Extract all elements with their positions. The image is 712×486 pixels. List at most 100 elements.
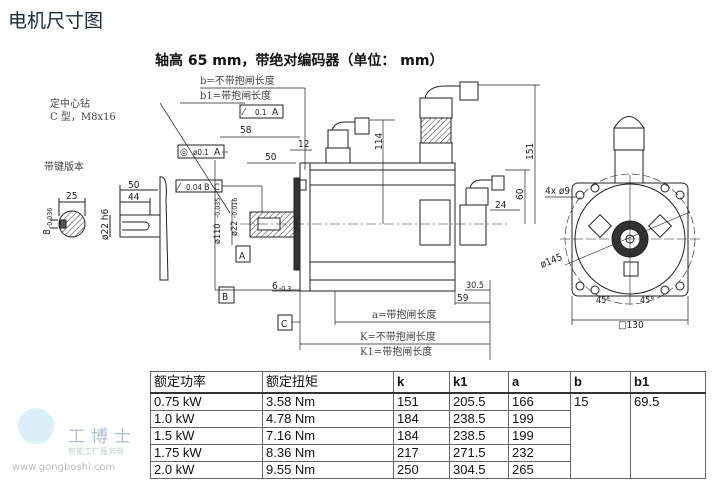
cell-a: 199 xyxy=(508,427,571,445)
header-rated-torque: 额定扭矩 xyxy=(262,371,394,394)
cell-power: 1.75 kW xyxy=(150,444,263,462)
datum-a: A xyxy=(239,251,246,262)
cell-k: 217 xyxy=(393,444,450,462)
cell-k: 184 xyxy=(393,427,450,445)
watermark-logo: 工博士 智能工厂服务商 www.gongboshi.com xyxy=(10,400,140,480)
label-k1-brake: K1=带抱闸长度 xyxy=(360,345,432,358)
datum-a-box xyxy=(235,245,251,263)
cell-torque: 7.16 Nm xyxy=(262,427,394,445)
table-row: 2.0 kW 9.55 Nm 250 304.5 265 xyxy=(150,461,706,479)
drawing-subtitle: 轴高 65 mm，带绝对编码器（单位： mm） xyxy=(155,53,444,69)
tolerance-frame-concentric xyxy=(177,144,225,159)
dim-d110-tolerance: -0.035 xyxy=(214,198,222,218)
tolerance-value: 0.04 xyxy=(186,183,202,192)
dim-60: 60 xyxy=(515,188,526,200)
keyed-shaft-view xyxy=(109,176,169,281)
label-k-no-brake: K=不带抱闸长度 xyxy=(360,330,436,343)
label-b1-brake: b1=带抱闸长度 xyxy=(200,89,271,102)
key-section-view xyxy=(50,198,86,238)
cell-a: 232 xyxy=(508,444,571,462)
label-center-drill: 定中心钻 xyxy=(50,97,90,110)
tolerance-frame-runout-bc xyxy=(175,179,223,193)
dim-151: 151 xyxy=(525,143,536,160)
header-k1: k1 xyxy=(449,371,509,394)
motor-front-view xyxy=(545,116,700,325)
dim-6: 6 xyxy=(272,281,278,292)
concentricity-symbol: ◎ xyxy=(180,147,188,158)
motor-side-view xyxy=(240,81,510,292)
watermark-url: www.gongboshi.com xyxy=(12,462,116,473)
dim-12: 12 xyxy=(298,139,309,150)
tolerance-datum: C xyxy=(214,183,220,193)
dim-24: 24 xyxy=(495,200,507,211)
dim-d22-tolerance: -0.016 xyxy=(231,198,239,218)
cell-b: 15 xyxy=(570,392,631,479)
dim-59: 59 xyxy=(457,293,469,304)
cell-torque: 9.55 Nm xyxy=(262,461,394,479)
dim-6-tolerance: -0.3 xyxy=(279,285,291,293)
label-b-no-brake: b=不带抱闸长度 xyxy=(200,74,275,87)
page-title: 电机尺寸图 xyxy=(8,10,104,32)
cell-k1: 238.5 xyxy=(449,410,509,428)
label-center-drill-type: C 型，M8x16 xyxy=(50,110,116,123)
mascot-icon xyxy=(18,408,54,444)
dim-angle-45-left: 45° xyxy=(596,296,610,306)
cell-power: 2.0 kW xyxy=(150,461,263,479)
datum-c: C xyxy=(281,319,287,330)
dim-d145: ø145 xyxy=(539,252,564,271)
cell-k: 151 xyxy=(393,392,450,411)
tolerance-datum: A xyxy=(214,147,221,158)
label-keyed-version: 带键版本 xyxy=(44,160,84,173)
cell-k: 250 xyxy=(393,461,450,479)
header-b: b xyxy=(570,371,631,394)
cell-a: 166 xyxy=(508,392,571,411)
datum-c-box xyxy=(277,314,293,331)
cell-torque: 4.78 Nm xyxy=(262,410,394,428)
cell-power: 1.5 kW xyxy=(150,427,263,445)
cell-torque: 3.58 Nm xyxy=(262,392,394,411)
cell-b1: 69.5 xyxy=(630,392,706,479)
watermark-brand: 工博士 xyxy=(68,427,137,447)
tolerance-frame-runout xyxy=(239,104,284,119)
cell-k1: 271.5 xyxy=(449,444,509,462)
tolerance-datum: B xyxy=(204,183,210,193)
cell-k1: 304.5 xyxy=(449,461,509,479)
dim-key-25: 25 xyxy=(66,191,77,202)
datum-b-box xyxy=(218,286,235,304)
table-row: 1.0 kW 4.78 Nm 184 238.5 199 xyxy=(150,410,706,428)
table-row: 1.5 kW 7.16 Nm 184 238.5 199 xyxy=(150,427,706,445)
tolerance-value: 0.1 xyxy=(255,108,266,117)
dim-30-5: 30.5 xyxy=(466,281,484,291)
cell-a: 199 xyxy=(508,410,571,428)
tolerance-value: ø0.1 xyxy=(193,148,209,157)
header-b1: b1 xyxy=(630,371,706,394)
tolerance-datum: A xyxy=(272,107,279,118)
runout-symbol: ⁄ xyxy=(241,107,247,118)
dim-square-130: □130 xyxy=(618,320,644,331)
dim-114: 114 xyxy=(374,133,385,150)
dim-50: 50 xyxy=(265,152,277,163)
header-rated-power: 额定功率 xyxy=(150,371,263,394)
dim-angle-45-right: 45° xyxy=(640,296,654,306)
watermark-slogan: 智能工厂服务商 xyxy=(68,447,124,456)
table-row: 0.75 kW 3.58 Nm 151 205.5 166 15 69.5 xyxy=(150,392,706,479)
cell-power: 0.75 kW xyxy=(150,392,263,411)
cell-k: 184 xyxy=(393,410,450,428)
dim-key-44: 44 xyxy=(128,192,140,203)
header-k: k xyxy=(393,371,450,394)
table-header-row: 额定功率 额定扭矩 k k1 a b b1 xyxy=(150,371,706,394)
dim-key-d22h6: ø22 h6 xyxy=(100,208,111,240)
dim-key-8: 8 xyxy=(42,229,53,235)
dim-d22: ø22 xyxy=(230,221,240,236)
cell-k1: 205.5 xyxy=(449,392,509,411)
cell-k1: 238.5 xyxy=(449,427,509,445)
cell-power: 1.0 kW xyxy=(150,410,263,428)
cell-a: 265 xyxy=(508,461,571,479)
dim-key-50: 50 xyxy=(128,180,140,191)
dim-58: 58 xyxy=(240,125,252,136)
cell-torque: 8.36 Nm xyxy=(262,444,394,462)
dimension-lines xyxy=(159,84,540,360)
header-a: a xyxy=(508,371,571,394)
dim-holes: 4x ø9 xyxy=(545,186,570,197)
